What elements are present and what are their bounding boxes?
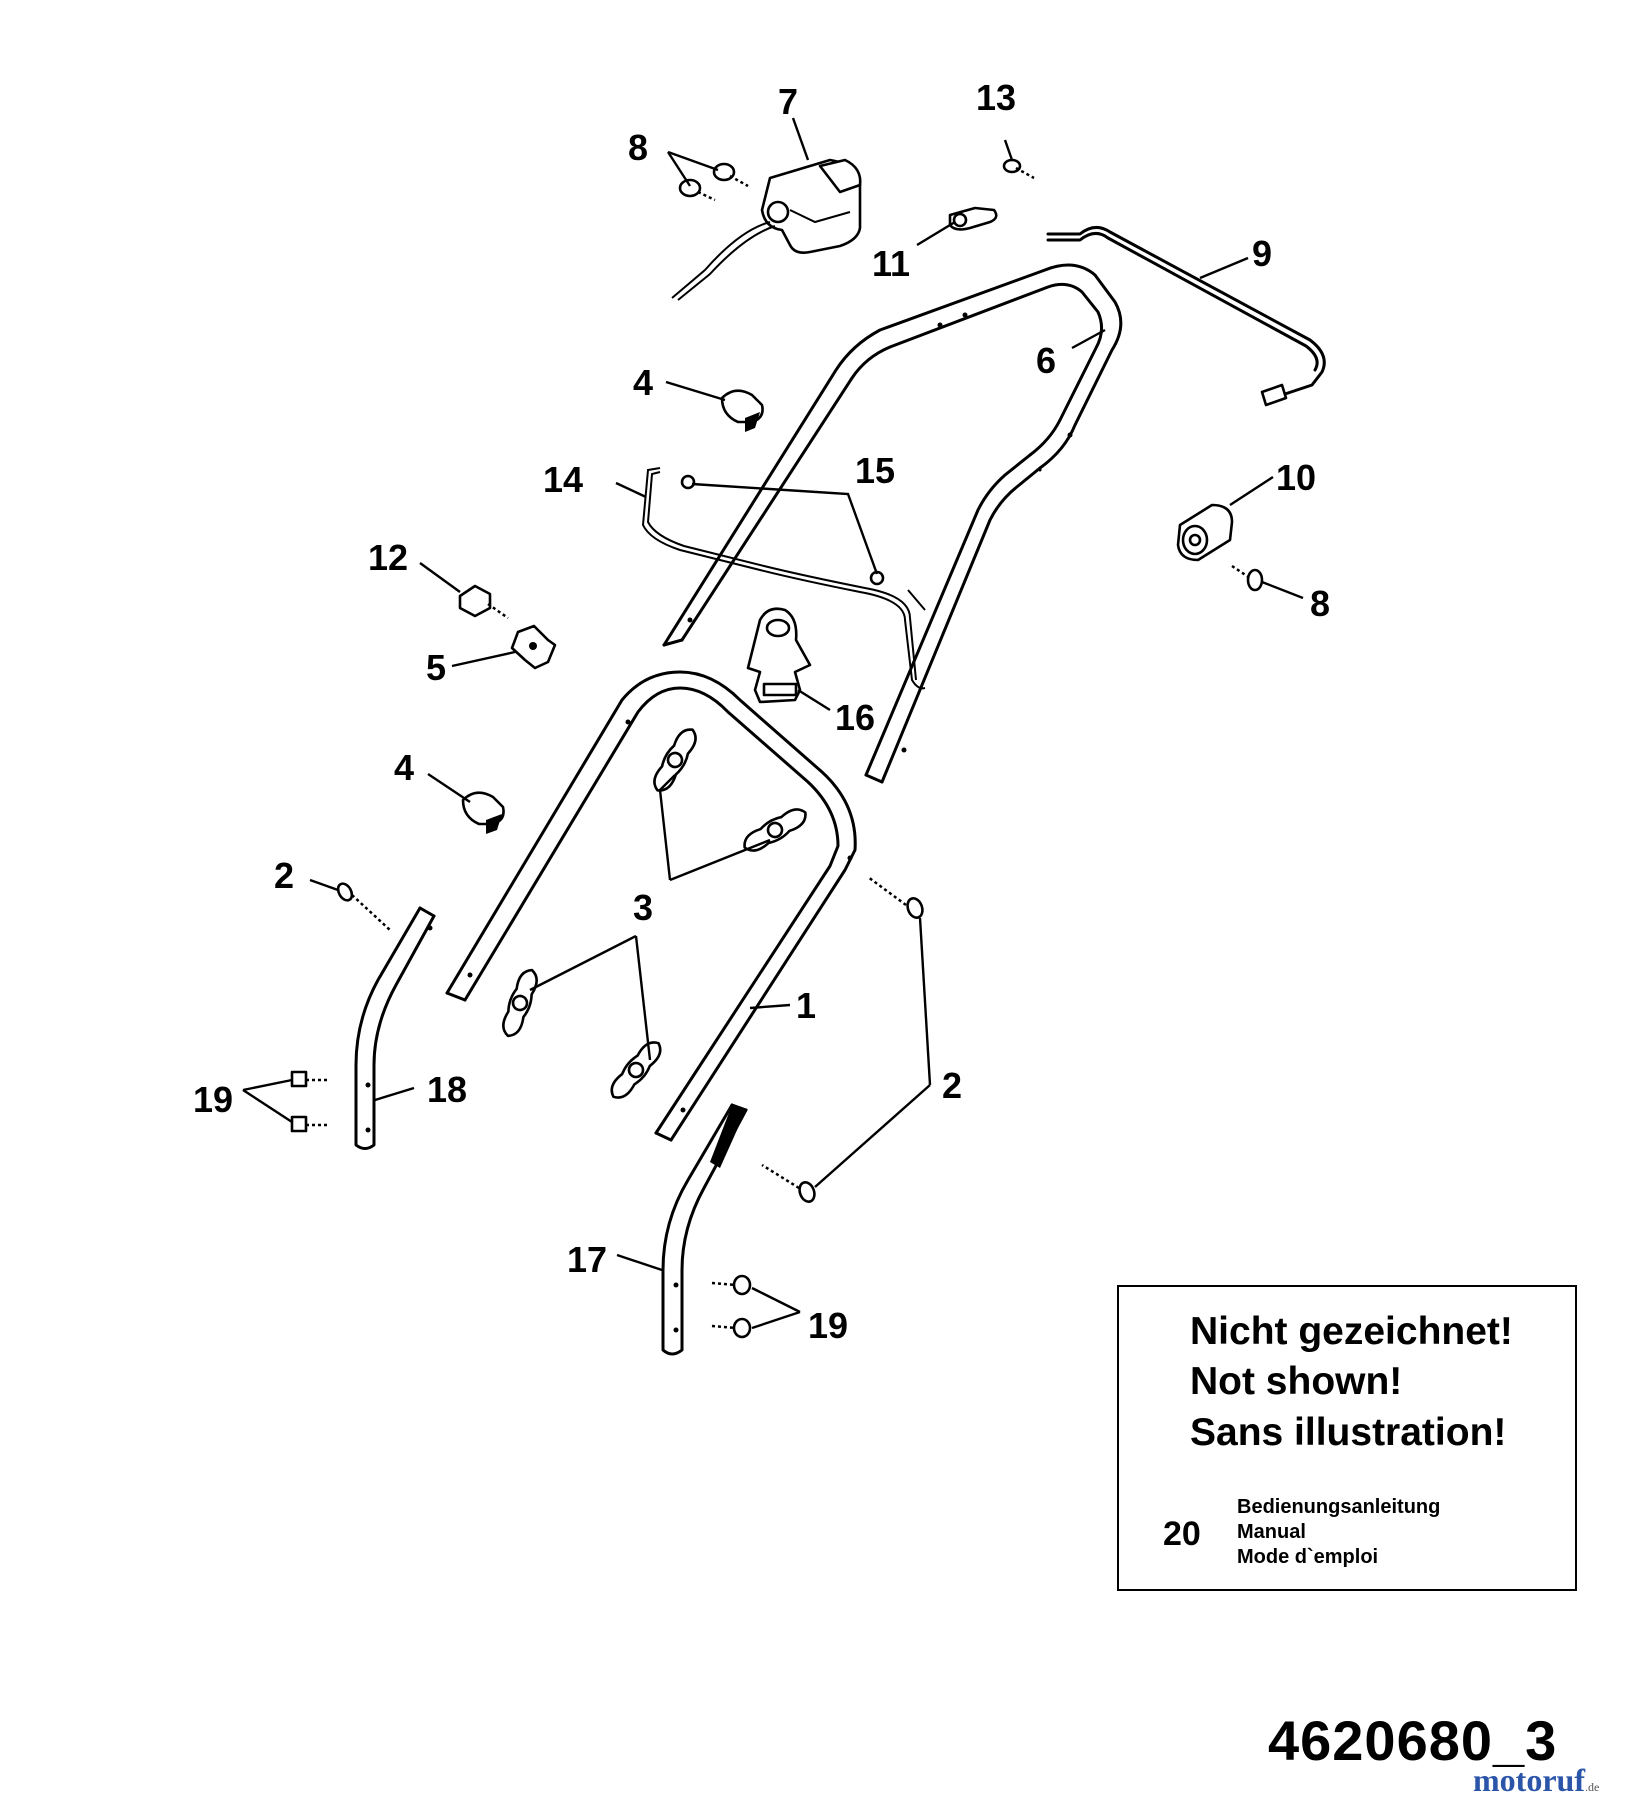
note-french: Sans illustration!: [1190, 1411, 1507, 1454]
watermark-suffix: .de: [1584, 1780, 1600, 1794]
bracket-part-16: [746, 607, 812, 704]
label-part-19-left: 19: [193, 1079, 233, 1120]
label-part-12: 12: [368, 537, 408, 578]
manual-label-french: Mode d`emploi: [1237, 1546, 1379, 1568]
screw-part-19: [290, 1070, 752, 1339]
tube-part-18: [354, 906, 436, 1150]
label-part-18: 18: [427, 1069, 467, 1110]
manual-label-english: Manual: [1237, 1521, 1306, 1543]
label-part-6: 6: [1036, 340, 1056, 381]
label-part-11: 11: [872, 243, 910, 284]
screw-part-8-upper: [678, 162, 749, 202]
upper-handle-part-6: [662, 263, 1123, 784]
drawing-number: 4620680_3: [1268, 1709, 1558, 1772]
label-part-16: 16: [835, 697, 875, 738]
label-part-4-upper: 4: [633, 362, 653, 403]
label-part-8-upper: 8: [628, 127, 648, 168]
clip-part-11: [948, 206, 998, 231]
bolt-part-12: [458, 584, 509, 620]
lower-handle-part-1: [445, 670, 857, 1142]
label-part-13: 13: [976, 77, 1016, 118]
note-english: Not shown!: [1190, 1360, 1403, 1403]
label-part-14: 14: [543, 459, 583, 500]
watermark-logo: motoruf.de: [1473, 1762, 1599, 1799]
label-part-5: 5: [426, 647, 446, 688]
wing-nut-part-3: [502, 728, 807, 1099]
label-part-2-upper: 2: [274, 855, 294, 896]
label-part-7: 7: [778, 81, 798, 122]
clamp-part-4-upper: [720, 389, 764, 432]
tube-part-17: [661, 1103, 748, 1356]
label-part-17: 17: [567, 1239, 607, 1280]
screw-part-13: [1002, 158, 1035, 180]
clip-part-5: [510, 624, 557, 670]
cable-part-9: [1046, 226, 1326, 407]
manual-label-german: Bedienungsanleitung: [1237, 1496, 1441, 1518]
label-part-19-bottom: 19: [808, 1305, 848, 1346]
label-part-15: 15: [855, 450, 895, 491]
label-part-10: 10: [1276, 457, 1316, 498]
roller-part-10: [1176, 503, 1234, 562]
clamp-part-4-lower: [461, 791, 505, 834]
label-part-8-right: 8: [1310, 583, 1330, 624]
note-german: Nicht gezeichnet!: [1190, 1310, 1513, 1353]
screw-part-8-right: [1231, 564, 1264, 592]
control-box-part-7: [671, 158, 862, 301]
part-number-labels: 1 2 2 3 4 4 5 6 7 8 8 9 10 11 12 13 14 1…: [193, 77, 1330, 1346]
label-part-4-lower: 4: [394, 747, 414, 788]
clip-part-15: [680, 474, 885, 586]
label-part-1: 1: [796, 985, 816, 1026]
bolt-part-2: [336, 875, 924, 1203]
not-shown-note-box: Nicht gezeichnet! Not shown! Sans illust…: [1117, 1285, 1577, 1591]
cable-part-14: [641, 467, 926, 690]
label-part-9: 9: [1252, 233, 1272, 274]
leader-lines: [242, 117, 1304, 1330]
label-part-2-lower: 2: [942, 1065, 962, 1106]
label-part-3: 3: [633, 887, 653, 928]
manual-part-number: 20: [1163, 1515, 1201, 1553]
watermark-main: motoruf: [1473, 1762, 1585, 1798]
